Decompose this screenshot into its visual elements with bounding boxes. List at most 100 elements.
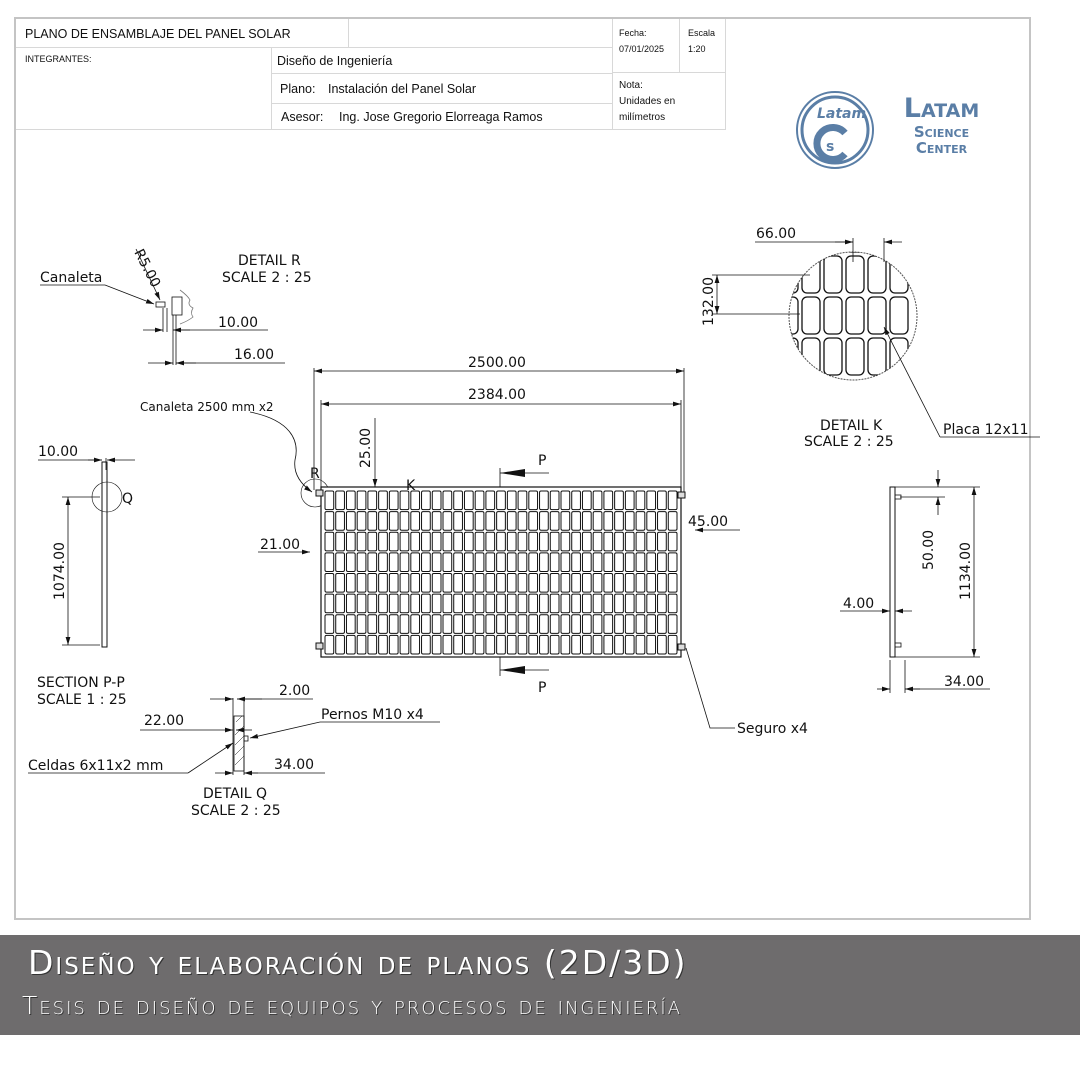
dim-left-offset: 21.00 xyxy=(260,537,300,553)
escala-cell xyxy=(680,19,726,73)
solar-cell xyxy=(624,593,635,614)
detail-cell xyxy=(867,252,887,253)
solar-cell xyxy=(646,573,657,593)
fecha-cell xyxy=(613,19,680,73)
solar-cell xyxy=(603,634,614,655)
solar-cell xyxy=(335,573,345,593)
solar-cell xyxy=(635,593,646,614)
solar-cell xyxy=(463,552,474,572)
detail-cell xyxy=(889,296,909,335)
solar-cell xyxy=(485,634,496,655)
solar-cell xyxy=(560,614,571,634)
solar-cell xyxy=(614,573,624,593)
asesor-label: Asesor: xyxy=(281,110,324,124)
nota-cell xyxy=(613,73,726,130)
solar-cell xyxy=(410,511,421,531)
solar-cell xyxy=(378,490,388,511)
detail-cell xyxy=(845,296,865,335)
detail-cell xyxy=(845,252,865,253)
solar-cell xyxy=(431,634,442,655)
solar-cell xyxy=(581,511,592,531)
side-bolt-dim: 50.00 xyxy=(921,530,937,570)
solar-cell xyxy=(592,490,603,511)
solar-cell xyxy=(388,593,399,614)
detail-k-title: DETAIL K xyxy=(820,418,883,434)
solar-cell xyxy=(410,552,421,572)
solar-cell xyxy=(506,490,517,511)
solar-cell xyxy=(378,614,388,634)
detail-r-title: DETAIL R xyxy=(238,253,301,269)
side-left-dim: 4.00 xyxy=(843,596,874,612)
detail-k-width: 66.00 xyxy=(756,226,796,242)
solar-cell xyxy=(560,634,571,655)
detail-cell xyxy=(823,255,843,294)
solar-cell xyxy=(635,531,646,552)
solar-cell xyxy=(571,593,581,614)
solar-cell xyxy=(496,593,506,614)
solar-cell xyxy=(442,614,453,634)
solar-cell xyxy=(624,531,635,552)
solar-cell xyxy=(378,634,388,655)
solar-cell xyxy=(410,531,421,552)
solar-cell xyxy=(646,614,657,634)
solar-cell xyxy=(431,552,442,572)
solar-cell xyxy=(345,511,356,531)
solar-cell xyxy=(345,552,356,572)
solar-cell xyxy=(421,614,431,634)
solar-cell xyxy=(528,573,539,593)
solar-cell xyxy=(335,614,345,634)
solar-cell xyxy=(474,552,485,572)
solar-cell xyxy=(592,614,603,634)
solar-cell xyxy=(560,531,571,552)
solar-cell xyxy=(410,614,421,634)
detail-q-scale: SCALE 2 : 25 xyxy=(191,803,281,819)
solar-cell xyxy=(442,593,453,614)
solar-cell xyxy=(324,573,335,593)
solar-cell xyxy=(324,614,335,634)
solar-cell xyxy=(496,552,506,572)
department-cell xyxy=(272,48,613,74)
solar-cell xyxy=(517,573,528,593)
solar-cell xyxy=(453,614,463,634)
solar-cell xyxy=(324,552,335,572)
nota-line1: Unidades en xyxy=(619,96,676,107)
solar-cell xyxy=(592,634,603,655)
solar-cell xyxy=(614,531,624,552)
pernos-label: Pernos M10 x4 xyxy=(321,707,424,723)
solar-cell xyxy=(367,552,378,572)
detail-cell xyxy=(758,256,776,293)
solar-cell xyxy=(667,634,678,655)
solar-cell xyxy=(431,593,442,614)
marker-k: K xyxy=(406,478,416,494)
solar-cell xyxy=(399,614,410,634)
solar-cell xyxy=(539,511,549,531)
canaleta-2500-label: Canaleta 2500 mm x2 xyxy=(140,400,274,414)
solar-cell xyxy=(539,531,549,552)
solar-cell xyxy=(549,490,560,511)
solar-cell xyxy=(603,573,614,593)
solar-cell xyxy=(496,634,506,655)
plano-cell xyxy=(272,74,613,104)
solar-cell xyxy=(539,614,549,634)
solar-cell xyxy=(646,490,657,511)
solar-cell xyxy=(399,552,410,572)
solar-cell xyxy=(324,531,335,552)
solar-cell xyxy=(603,490,614,511)
solar-cell xyxy=(657,531,667,552)
solar-cell xyxy=(528,531,539,552)
detail-q-dim3: 34.00 xyxy=(274,757,314,773)
solar-cell xyxy=(646,531,657,552)
solar-cell xyxy=(335,531,345,552)
solar-cell xyxy=(431,490,442,511)
solar-cell xyxy=(539,634,549,655)
solar-cell xyxy=(421,634,431,655)
solar-panel-front-view xyxy=(315,486,686,658)
solar-cell xyxy=(549,614,560,634)
solar-cell xyxy=(517,614,528,634)
solar-cell xyxy=(442,552,453,572)
solar-cell xyxy=(463,593,474,614)
solar-cell xyxy=(581,634,592,655)
solar-cell xyxy=(592,511,603,531)
solar-cell xyxy=(571,490,581,511)
solar-cell xyxy=(335,552,345,572)
